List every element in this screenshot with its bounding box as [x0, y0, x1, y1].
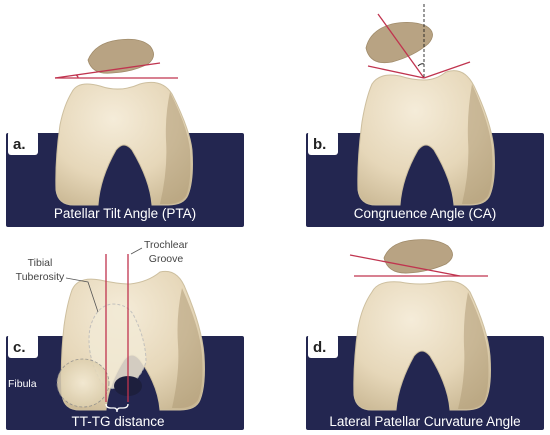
panel-a-caption: Patellar Tilt Angle (PTA): [54, 206, 196, 221]
tt-tg-lines-c: [105, 254, 129, 402]
panel-a: a. Patellar Tilt Angle (PTA): [6, 38, 244, 227]
panel-b-letter: b.: [313, 136, 326, 153]
panel-a-label: a.: [8, 131, 38, 155]
femur-bone-b: [357, 70, 495, 206]
trochlear-groove-annotation: Trochlear Groove: [130, 239, 188, 265]
panel-b-label: b.: [308, 131, 338, 155]
panel-c: Tibial Tuberosity Trochlear Groove Fibul…: [6, 239, 244, 430]
panel-d: d. Lateral Patellar Curvature Angle: [306, 239, 544, 430]
fibula-circle: [56, 358, 110, 408]
panel-b: b. Congruence Angle (CA): [306, 4, 544, 227]
panel-d-letter: d.: [313, 339, 326, 356]
trochlear-groove-label-line1: Trochlear: [144, 239, 188, 251]
tibial-tuberosity-label-line2: Tuberosity: [16, 271, 65, 283]
tibial-tuberosity-label-line1: Tibial: [28, 257, 53, 269]
panel-b-caption: Congruence Angle (CA): [354, 206, 497, 221]
trochlear-groove-label-line2: Groove: [149, 253, 184, 265]
femur-bone-d: [353, 280, 491, 411]
tibial-tuberosity-annotation: Tibial Tuberosity: [16, 257, 99, 313]
patella-a: [87, 38, 154, 74]
panel-a-letter: a.: [13, 136, 26, 153]
panel-c-caption: TT-TG distance: [71, 414, 164, 429]
fibula-label: Fibula: [8, 378, 37, 390]
femur-bone-a: [55, 81, 193, 206]
congruence-angle-lines-b: [367, 4, 471, 79]
tt-tg-distance-brace: [105, 403, 129, 413]
panel-d-label: d.: [308, 334, 338, 358]
panel-c-label: c.: [8, 334, 38, 358]
panel-d-caption: Lateral Patellar Curvature Angle: [329, 414, 520, 429]
curvature-angle-lines-d: [349, 254, 488, 277]
panel-c-letter: c.: [13, 339, 26, 356]
tilt-angle-lines-a: [54, 62, 178, 79]
